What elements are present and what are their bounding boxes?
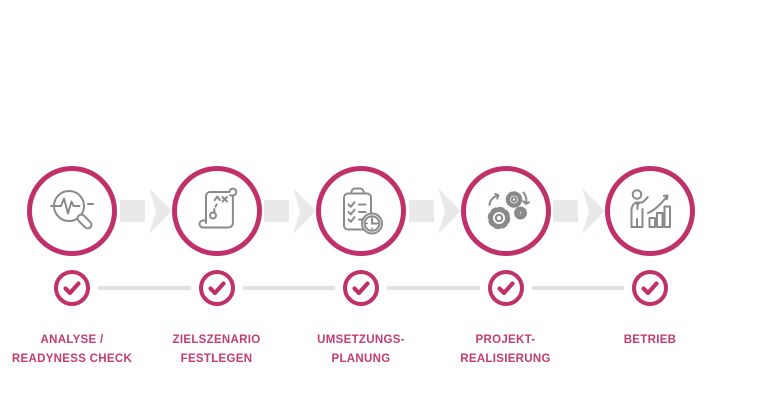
check-icon — [198, 270, 235, 306]
step-label-line1: PROJEKT- — [475, 334, 536, 346]
step-label-line2: FESTLEGEN — [180, 352, 253, 365]
step-label-line1: ANALYSE / — [40, 334, 104, 346]
check-icon — [54, 270, 90, 306]
magnifier-pulse-icon — [50, 190, 94, 230]
process-step-umsetzungsplanung: UMSETZUNGS- PLANUNG — [289, 166, 433, 368]
gears-icon — [487, 191, 530, 230]
process-step-zielszenario: ZIELSZENARIO FESTLEGEN — [145, 166, 289, 368]
step-icon-circle — [316, 166, 406, 256]
connector-line — [98, 286, 191, 290]
step-label: ZIELSZENARIO FESTLEGEN — [144, 331, 290, 368]
step-label-line2: PLANUNG — [331, 352, 391, 365]
right-arrow-icon — [119, 188, 172, 234]
process-step-analyse: ANALYSE / READYNESS CHECK — [0, 166, 144, 368]
step-label: PROJEKT- REALISIERUNG — [433, 331, 579, 368]
check-icon — [343, 270, 379, 306]
step-label: BETRIEB — [577, 331, 723, 350]
strategy-scroll-icon — [198, 187, 237, 229]
step-label: UMSETZUNGS- PLANUNG — [288, 331, 434, 368]
connector-line — [242, 286, 335, 290]
person-chart-icon — [630, 189, 671, 228]
right-arrow-icon — [408, 188, 461, 234]
step-icon-circle — [460, 166, 551, 256]
clipboard-clock-icon — [343, 187, 383, 235]
right-arrow-icon — [264, 188, 316, 234]
process-step-betrieb: BETRIEB — [578, 166, 722, 350]
step-label-line1: BETRIEB — [623, 334, 677, 346]
step-label-line1: ZIELSZENARIO — [172, 334, 261, 346]
step-label-line2: READYNESS CHECK — [11, 352, 133, 365]
check-icon — [632, 270, 668, 306]
step-label-line2: REALISIERUNG — [460, 352, 551, 365]
step-label-line1: UMSETZUNGS- — [317, 334, 405, 346]
step-icon-circle — [171, 166, 262, 256]
process-step-projektrealisierung: PROJEKT- REALISIERUNG — [434, 166, 578, 368]
step-label: ANALYSE / READYNESS CHECK — [0, 331, 145, 368]
connector-line — [387, 286, 480, 290]
right-arrow-icon — [553, 188, 605, 234]
step-icon-circle — [27, 166, 117, 256]
connector-line — [531, 286, 624, 290]
step-icon-circle — [605, 166, 695, 256]
check-icon — [487, 270, 524, 306]
